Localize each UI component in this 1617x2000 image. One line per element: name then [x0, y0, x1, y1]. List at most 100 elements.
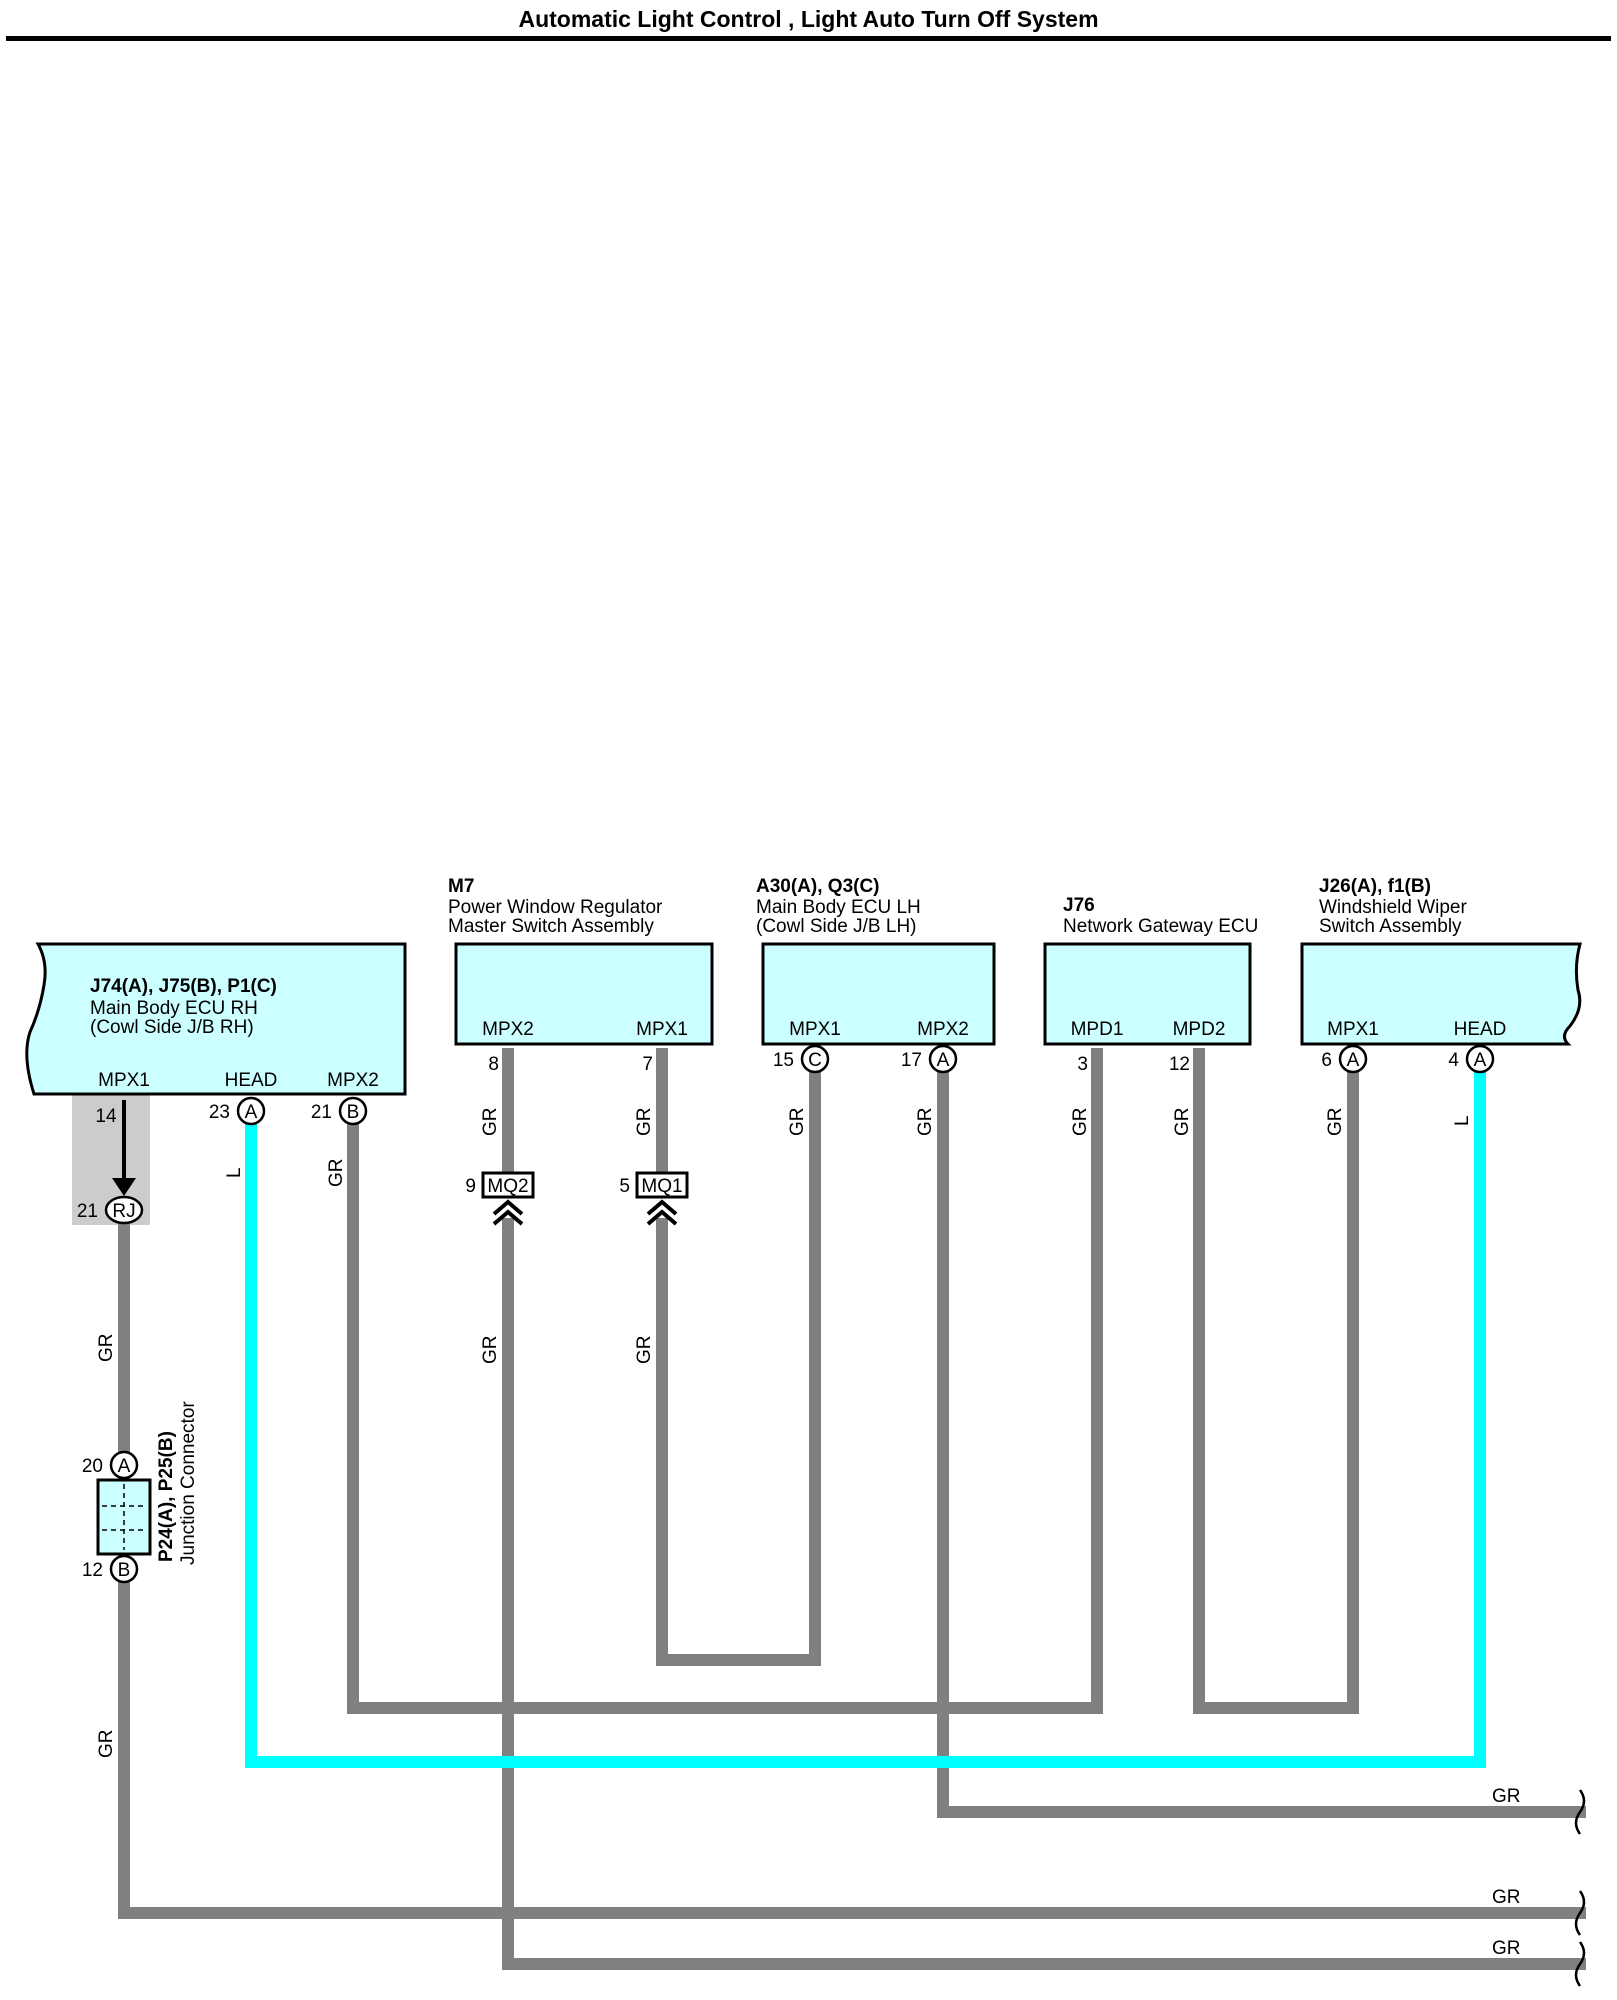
pw-name-2: Master Switch Assembly [448, 916, 654, 937]
wire-mpd2-to-wiper-mpx1 [1193, 1048, 1359, 1714]
wire-color-label: GR [787, 1108, 808, 1137]
wire-color-label: GR [326, 1159, 347, 1188]
splice-label: MQ1 [641, 1176, 682, 1197]
junction-name: Junction Connector [178, 1401, 199, 1565]
wire-color-label: GR [634, 1108, 655, 1137]
wire-break-icon [1574, 1941, 1586, 1987]
connector-chevron-icon [646, 1199, 678, 1226]
pw-connector: M7 [448, 876, 474, 897]
wire-color-label: GR [96, 1730, 117, 1759]
connector-letter: B [347, 1102, 360, 1123]
wire-mq2-to-right [502, 1218, 1586, 1970]
splice-mq2 [481, 1171, 535, 1199]
wire-color-label: GR [480, 1108, 501, 1137]
pw-name-1: Power Window Regulator [448, 897, 663, 918]
pin-number: 20 [82, 1456, 103, 1477]
connector-letter: A [937, 1050, 950, 1071]
wire-color-label: GR [634, 1336, 655, 1365]
diagram-title: Automatic Light Control , Light Auto Tur… [518, 6, 1099, 32]
connector-circle [1465, 1044, 1495, 1074]
connector-circle [800, 1044, 830, 1074]
pin-number: 6 [1321, 1050, 1332, 1071]
wire-head-blue [245, 1064, 1486, 1768]
ecu-rh-pin-label: MPX2 [327, 1070, 379, 1091]
ecu-rh-name-2: (Cowl Side J/B RH) [90, 1017, 254, 1038]
connector-letter: A [118, 1456, 131, 1477]
pw-pin-label: MPX2 [482, 1019, 534, 1040]
ecu-rh-pin-label: HEAD [225, 1070, 278, 1091]
connector-chevron-icon [492, 1199, 524, 1226]
ecu-lh-pin-label: MPX2 [917, 1019, 969, 1040]
connector-circle [338, 1096, 368, 1126]
wire-color-label: GR [1070, 1108, 1091, 1137]
wiper-pin-label: MPX1 [1327, 1019, 1379, 1040]
wire-lh-mpx2-to-right [937, 1064, 1586, 1818]
splice-number: 9 [465, 1176, 476, 1197]
pin-number: 12 [82, 1560, 103, 1581]
title-rule [6, 36, 1611, 41]
wire-mq1-to-lh-mpx1 [656, 1064, 821, 1666]
wire-color-label: GR [96, 1334, 117, 1363]
splice-label: MQ2 [487, 1176, 528, 1197]
wire-color-label: L [224, 1167, 245, 1178]
component-main-body-ecu-lh [761, 942, 996, 1046]
connector-circle [236, 1096, 266, 1126]
component-wiper-switch [1300, 942, 1582, 1046]
pin-number: 21 [311, 1102, 332, 1123]
connector-circle [1338, 1044, 1368, 1074]
pin-number: 8 [488, 1054, 499, 1075]
gateway-connector: J76 [1063, 895, 1095, 916]
component-main-body-ecu-rh [25, 942, 407, 1096]
connector-circle [109, 1554, 139, 1584]
ecu-lh-connectors: A30(A), Q3(C) [756, 876, 880, 897]
wire-color-label: GR [1325, 1108, 1346, 1137]
connector-letter: C [808, 1050, 822, 1071]
wire-color-label: GR [915, 1108, 936, 1137]
wire-junction-to-right [118, 1576, 1586, 1919]
connector-letter: A [1474, 1050, 1487, 1071]
ecu-rh-pin-label: MPX1 [98, 1070, 150, 1091]
pin-number: 7 [642, 1054, 653, 1075]
ecu-lh-name-2: (Cowl Side J/B LH) [756, 916, 917, 937]
pin-number: 23 [209, 1102, 230, 1123]
gateway-pin-label: MPD2 [1173, 1019, 1226, 1040]
gateway-name: Network Gateway ECU [1063, 916, 1258, 937]
splice-number: 5 [619, 1176, 630, 1197]
splice-mq1 [635, 1171, 689, 1199]
ecu-lh-pin-label: MPX1 [789, 1019, 841, 1040]
ecu-rh-connectors: J74(A), J75(B), P1(C) [90, 976, 277, 997]
ecu-lh-name-1: Main Body ECU LH [756, 897, 921, 918]
wire-color-label: GR [1492, 1786, 1521, 1807]
gateway-pin-label: MPD1 [1071, 1019, 1124, 1040]
connector-letter: A [245, 1102, 258, 1123]
connector-circle [928, 1044, 958, 1074]
wiper-name-1: Windshield Wiper [1319, 897, 1467, 918]
junction-connectors: P24(A), P25(B) [156, 1431, 177, 1562]
splice-number: 21 [77, 1201, 98, 1222]
connector-circle [109, 1450, 139, 1480]
pin-number: 12 [1169, 1054, 1190, 1075]
pw-pin-label: MPX1 [636, 1019, 688, 1040]
wire-color-label: GR [480, 1336, 501, 1365]
wire-break-icon [1574, 1789, 1586, 1835]
connector-letter: A [1347, 1050, 1360, 1071]
pin-number: 4 [1448, 1050, 1459, 1071]
wiper-pin-label: HEAD [1454, 1019, 1507, 1040]
wire-mpx2-to-mpd1 [347, 1048, 1103, 1714]
arrow-down-icon [112, 1178, 136, 1196]
splice-rj [104, 1195, 144, 1225]
pin-number: 15 [773, 1050, 794, 1071]
pin-number: 14 [95, 1106, 117, 1127]
ecu-rh-name-1: Main Body ECU RH [90, 998, 258, 1019]
component-power-window-master [454, 942, 714, 1046]
wiper-connectors: J26(A), f1(B) [1319, 876, 1431, 897]
wire-color-label: GR [1492, 1887, 1521, 1908]
connector-letter: B [118, 1560, 131, 1581]
pin-number: 3 [1077, 1054, 1088, 1075]
wire-break-icon [1574, 1890, 1586, 1936]
pin-number: 17 [901, 1050, 922, 1071]
wire-color-label: GR [1172, 1108, 1193, 1137]
wiper-name-2: Switch Assembly [1319, 916, 1462, 937]
component-network-gateway [1043, 942, 1252, 1046]
